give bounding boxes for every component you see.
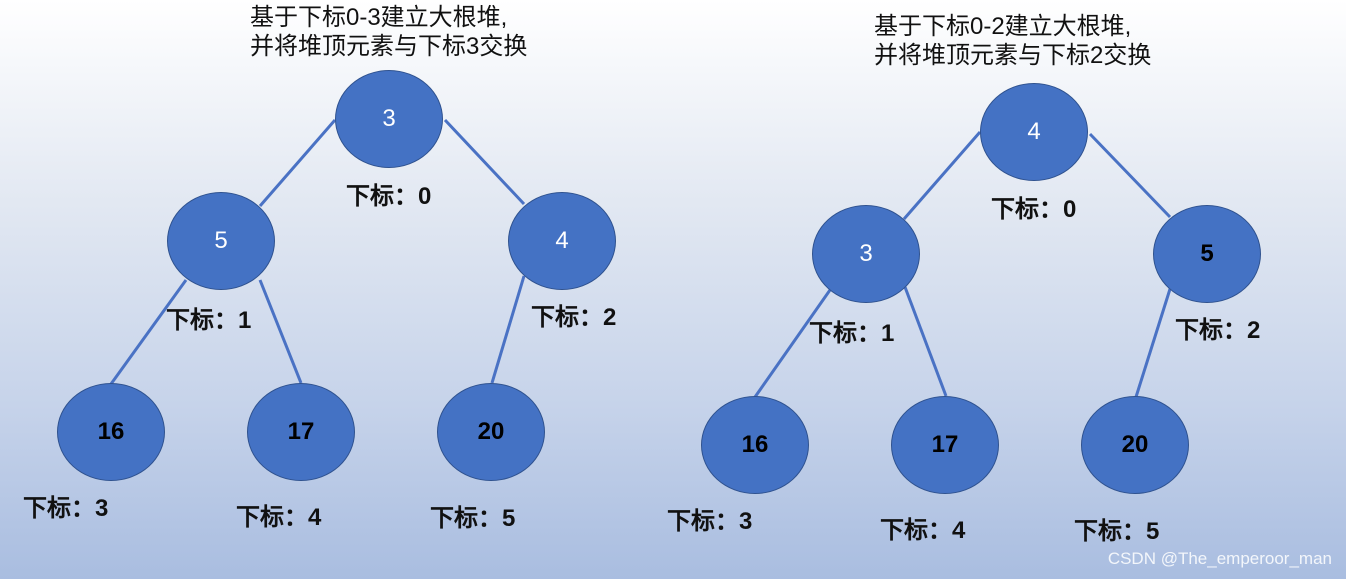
- heap-node: 5: [1153, 205, 1261, 303]
- edge-0-2: [1088, 132, 1172, 219]
- edge-2-5: [490, 275, 526, 384]
- left-tree-edges: [109, 118, 526, 385]
- heap-node: 17: [247, 383, 355, 481]
- heap-node: 4: [980, 83, 1088, 181]
- index-label: 下标：2: [531, 304, 617, 331]
- index-label: 下标：3: [667, 508, 753, 535]
- index-label: 下标：0: [346, 183, 432, 210]
- heap-node: 3: [335, 70, 443, 168]
- right-heap-panel: 基于下标0-2建立大根堆, 并将堆顶元素与下标2交换 4 3 5 16 17 2…: [645, 0, 1346, 579]
- edge-1-4: [258, 279, 303, 384]
- heap-node: 16: [57, 383, 165, 481]
- heap-node: 20: [1081, 396, 1189, 494]
- right-caption-line1: 基于下标0-2建立大根堆,: [874, 13, 1132, 40]
- heap-node: 4: [508, 192, 616, 290]
- index-label: 下标：5: [430, 505, 516, 532]
- edge-1-3: [109, 279, 188, 385]
- heap-node: 17: [891, 396, 999, 494]
- edge-2-5: [1134, 288, 1172, 398]
- index-label: 下标：4: [880, 517, 966, 544]
- heap-node: 16: [701, 396, 809, 494]
- edge-0-1: [902, 131, 982, 220]
- heap-node: 5: [167, 192, 275, 290]
- index-label: 下标：3: [23, 495, 109, 522]
- edge-1-3: [753, 289, 832, 398]
- edge-0-2: [443, 118, 526, 206]
- right-caption-line2: 并将堆顶元素与下标2交换: [874, 42, 1152, 69]
- edge-1-4: [903, 286, 948, 397]
- left-caption: 基于下标0-3建立大根堆, 并将堆顶元素与下标3交换: [250, 3, 527, 61]
- index-label: 下标：4: [236, 504, 322, 531]
- right-caption: 基于下标0-2建立大根堆, 并将堆顶元素与下标2交换: [874, 12, 1151, 70]
- heap-node: 3: [812, 205, 920, 303]
- index-label: 下标：1: [809, 320, 895, 347]
- edge-0-1: [258, 119, 337, 207]
- left-caption-line1: 基于下标0-3建立大根堆,: [250, 4, 508, 31]
- left-caption-line2: 并将堆顶元素与下标3交换: [250, 33, 528, 60]
- index-label: 下标：1: [166, 307, 252, 334]
- index-label: 下标：0: [991, 196, 1077, 223]
- index-label: 下标：2: [1175, 317, 1261, 344]
- left-heap-panel: 基于下标0-3建立大根堆, 并将堆顶元素与下标3交换 3 5 4 16 17 2…: [23, 3, 617, 532]
- right-tree-edges: [753, 131, 1172, 398]
- heap-node: 20: [437, 383, 545, 481]
- watermark: CSDN @The_emperoor_man: [1107, 549, 1332, 568]
- index-label: 下标：5: [1074, 518, 1160, 545]
